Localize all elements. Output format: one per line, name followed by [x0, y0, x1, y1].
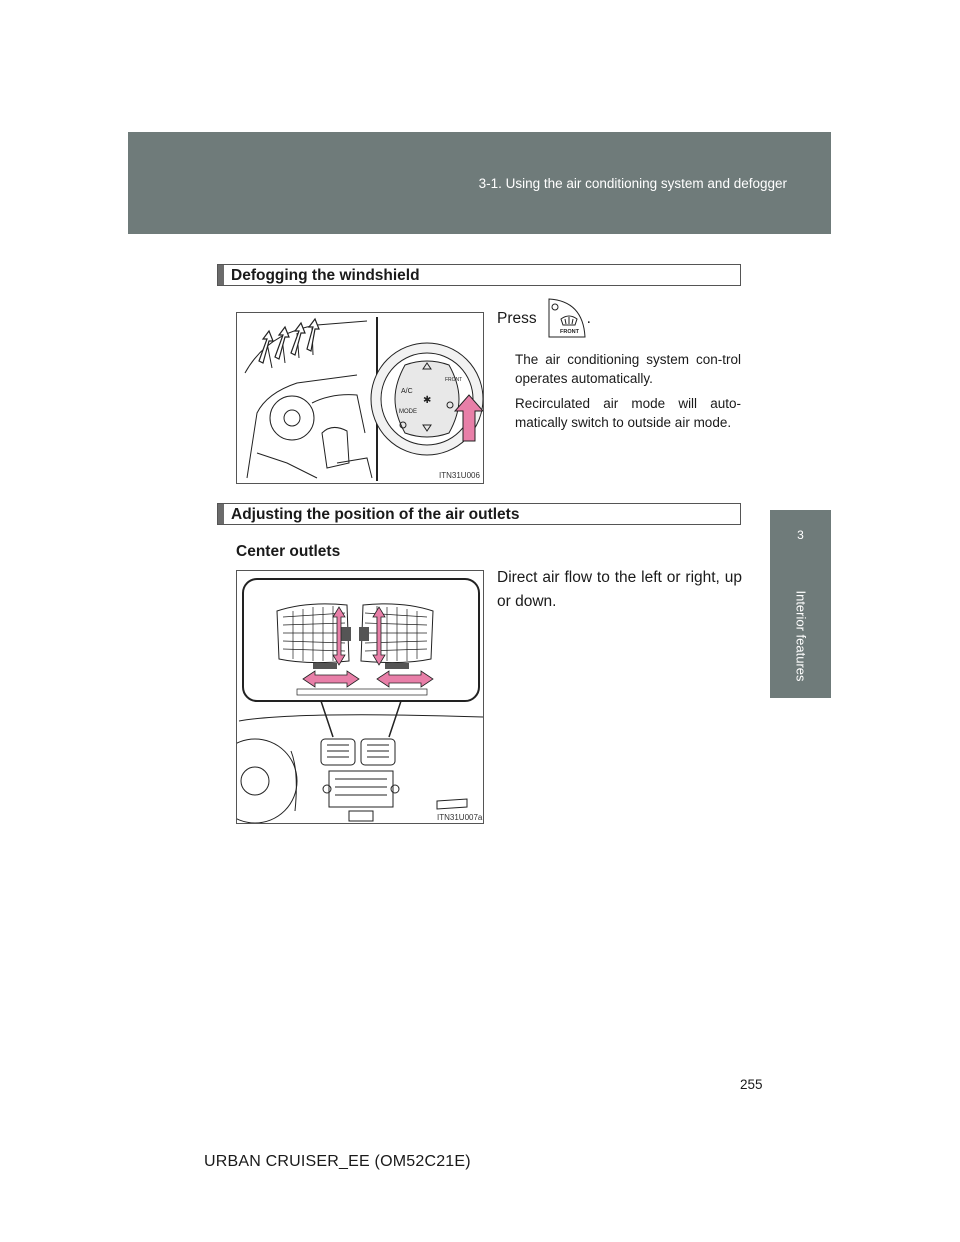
section-header-title: 3-1. Using the air conditioning system a… — [478, 176, 787, 191]
figure-code: ITN31U007a — [437, 813, 483, 822]
chapter-label-strip — [770, 578, 831, 698]
front-label: FRONT — [445, 377, 462, 383]
figure-center-outlets: ITN31U007a — [236, 570, 484, 824]
press-suffix: . — [586, 310, 591, 327]
section-title: Adjusting the position of the air outlet… — [231, 506, 520, 523]
footer-model-code: URBAN CRUISER_EE (OM52C21E) — [204, 1153, 471, 1170]
chapter-number: 3 — [797, 528, 804, 542]
press-label: Press — [497, 310, 537, 327]
paragraph-recirc: Recirculated air mode will auto-maticall… — [515, 396, 741, 430]
dashboard-interior-illustration: A/C MODE FRONT ✱ — [244, 317, 483, 481]
section-marker — [218, 504, 224, 524]
section-title: Defogging the windshield — [231, 267, 420, 284]
header-band: 3-1. Using the air conditioning system a… — [128, 132, 831, 234]
front-defroster-button-icon: FRONT — [543, 297, 587, 341]
front-button-text: FRONT — [560, 329, 580, 335]
press-instruction: Press FRONT . — [497, 297, 591, 341]
paragraph-direct-air: Direct air flow to the left or right, up… — [497, 569, 742, 610]
section-bar-air-outlets: Adjusting the position of the air outlet… — [217, 503, 741, 525]
mode-label: MODE — [399, 409, 417, 415]
section-marker — [218, 265, 224, 285]
paragraph-auto: The air conditioning system con-trol ope… — [515, 352, 741, 386]
center-outlets-illustration — [237, 578, 483, 823]
figure-defog-panel: A/C MODE FRONT ✱ ITN31U006 — [236, 312, 484, 484]
chapter-label: Interior features — [793, 590, 809, 682]
section-bar-defogging: Defogging the windshield — [217, 264, 741, 286]
figure-code: ITN31U006 — [439, 471, 480, 480]
subheading-center-outlets: Center outlets — [236, 543, 341, 560]
chapter-tab[interactable]: 3 — [770, 510, 831, 578]
page-number: 255 — [740, 1077, 763, 1092]
svg-text:✱: ✱ — [423, 395, 431, 406]
ac-label: A/C — [401, 388, 413, 395]
